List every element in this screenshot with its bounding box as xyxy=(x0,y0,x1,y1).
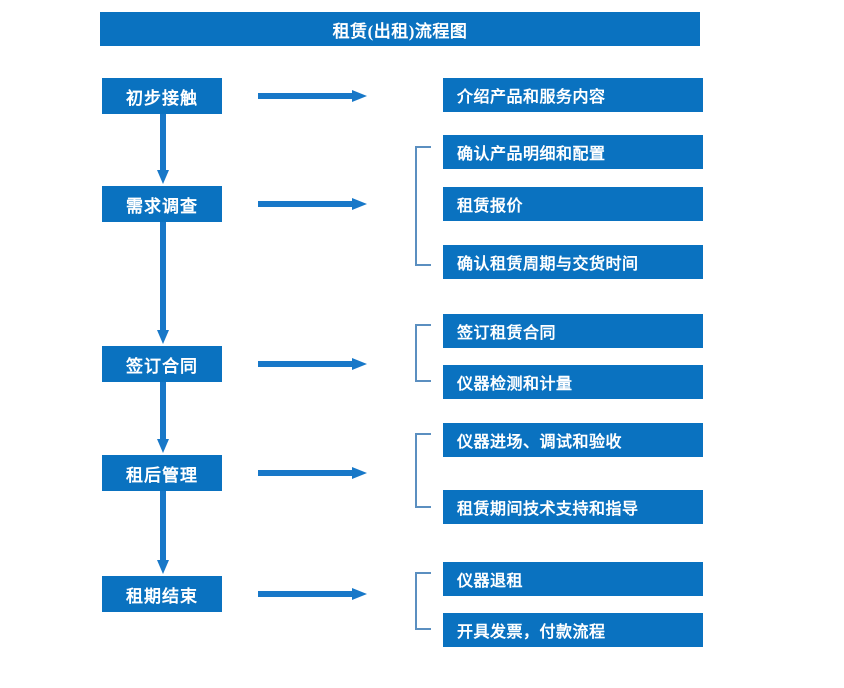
vertical-arrow-3-to-4 xyxy=(157,382,169,453)
vertical-arrow-2-to-3 xyxy=(157,222,169,344)
detail-box-1[interactable]: 介绍产品和服务内容 xyxy=(443,78,703,112)
chart-title: 租赁(出租)流程图 xyxy=(100,12,700,46)
stage-box-3[interactable]: 签订合同 xyxy=(102,346,222,382)
detail-box-6[interactable]: 仪器检测和计量 xyxy=(443,365,703,399)
detail-box-8[interactable]: 租赁期间技术支持和指导 xyxy=(443,490,703,524)
horizontal-arrow-3 xyxy=(258,358,367,370)
detail-box-2[interactable]: 确认产品明细和配置 xyxy=(443,135,703,169)
detail-box-5[interactable]: 签订租赁合同 xyxy=(443,314,703,348)
stage-box-2[interactable]: 需求调查 xyxy=(102,186,222,222)
horizontal-arrow-1 xyxy=(258,90,367,102)
horizontal-arrow-4 xyxy=(258,467,367,479)
vertical-arrow-4-to-5 xyxy=(157,491,169,574)
detail-box-7[interactable]: 仪器进场、调试和验收 xyxy=(443,423,703,457)
group-bracket-3 xyxy=(415,433,431,508)
detail-box-4[interactable]: 确认租赁周期与交货时间 xyxy=(443,245,703,279)
group-bracket-4 xyxy=(415,572,431,630)
group-bracket-2 xyxy=(415,324,431,382)
horizontal-arrow-5 xyxy=(258,588,367,600)
group-bracket-1 xyxy=(415,146,431,266)
detail-box-3[interactable]: 租赁报价 xyxy=(443,187,703,221)
horizontal-arrow-2 xyxy=(258,198,367,210)
vertical-arrow-1-to-2 xyxy=(157,114,169,184)
detail-box-10[interactable]: 开具发票，付款流程 xyxy=(443,613,703,647)
detail-box-9[interactable]: 仪器退租 xyxy=(443,562,703,596)
stage-box-1[interactable]: 初步接触 xyxy=(102,78,222,114)
stage-box-5[interactable]: 租期结束 xyxy=(102,576,222,612)
stage-box-4[interactable]: 租后管理 xyxy=(102,455,222,491)
